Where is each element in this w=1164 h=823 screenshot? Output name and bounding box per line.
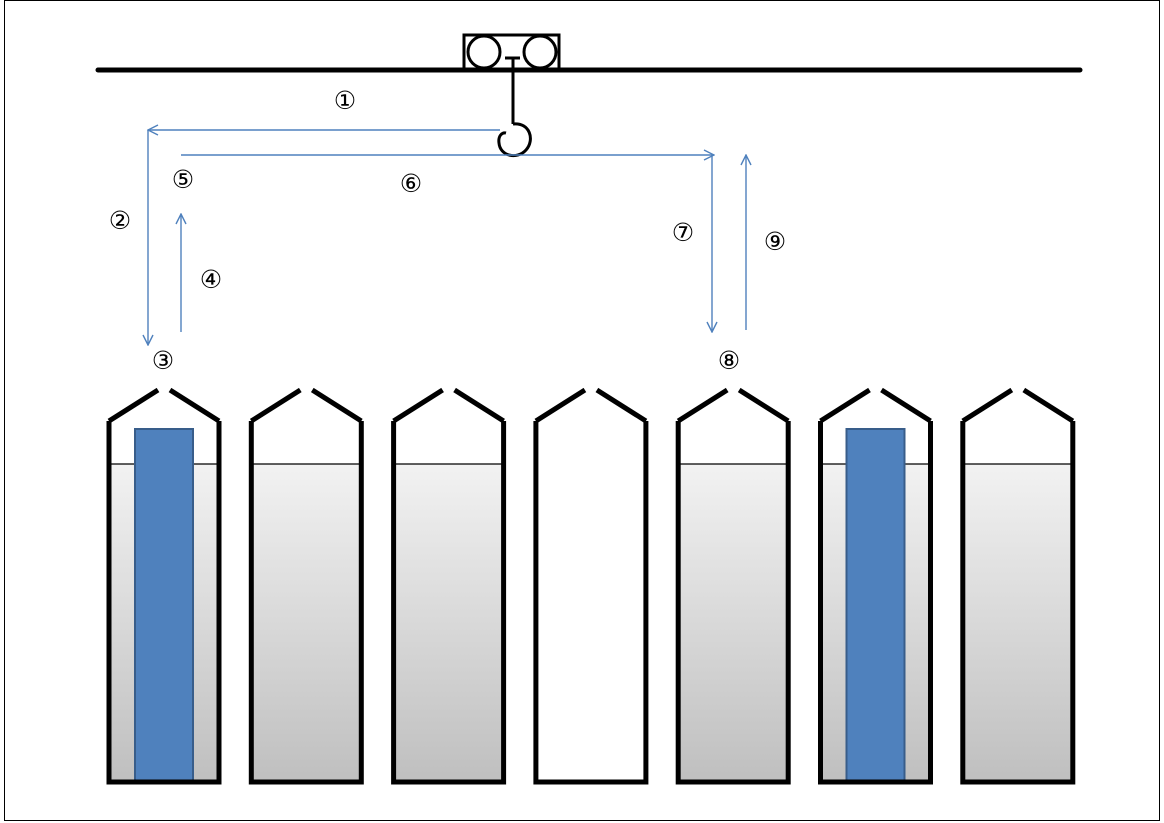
tank-roof-right <box>737 387 790 424</box>
step-label-7: ⑦ <box>672 218 694 247</box>
trolley-wheel-right <box>522 34 558 70</box>
tank-liquid <box>962 464 1073 782</box>
tank-6 <box>818 387 933 785</box>
tank-roof-left <box>961 387 1014 424</box>
tank-3 <box>391 387 507 785</box>
trolley-wheel-left <box>466 34 502 70</box>
tank-walls <box>675 421 791 785</box>
tank-walls <box>960 421 1076 785</box>
tank-liquid <box>393 464 504 782</box>
step-label-4: ④ <box>200 265 222 294</box>
tank-walls <box>391 421 507 785</box>
tank-walls <box>106 421 222 785</box>
step-label-8: ⑧ <box>718 346 740 375</box>
crane-hook <box>497 56 532 158</box>
tank-roof-right <box>880 387 932 424</box>
tank-2 <box>248 387 364 785</box>
tank-roof-right <box>168 387 221 424</box>
tank-roof-right <box>1022 387 1075 424</box>
tank-roof-left <box>107 387 160 424</box>
step-label-6: ⑥ <box>400 169 422 198</box>
step-label-9: ⑨ <box>764 227 786 256</box>
tank-5 <box>675 387 791 785</box>
tank-1 <box>106 387 222 785</box>
step-label-3: ③ <box>152 346 174 375</box>
tank-walls <box>248 421 364 785</box>
tank-roof-right <box>453 387 505 424</box>
crane-path <box>148 130 746 345</box>
tank-roof-right <box>310 387 363 424</box>
tank-item <box>845 428 906 783</box>
tank-liquid <box>678 464 789 782</box>
step-label-5: ⑤ <box>172 165 194 194</box>
tank-walls <box>818 421 933 785</box>
step-label-1: ① <box>334 86 356 115</box>
step-label-2: ② <box>109 206 131 235</box>
tank-roof-left <box>819 387 871 424</box>
tank-walls <box>533 421 649 785</box>
tank-roof-left <box>676 387 729 424</box>
tank-liquid <box>251 464 362 782</box>
step-labels: ① ② ③ ④ ⑤ ⑥ ⑦ ⑧ ⑨ <box>109 86 786 375</box>
tank-roof-left <box>392 387 444 424</box>
tank-roof-left <box>534 387 587 424</box>
tank-7 <box>960 387 1076 785</box>
tank-4 <box>533 387 649 785</box>
tanks <box>106 387 1076 785</box>
tank-roof-left <box>249 387 302 424</box>
tank-item <box>134 428 194 783</box>
crane-trolley <box>462 33 561 71</box>
tank-roof-right <box>595 387 648 424</box>
hook-icon <box>497 122 532 158</box>
